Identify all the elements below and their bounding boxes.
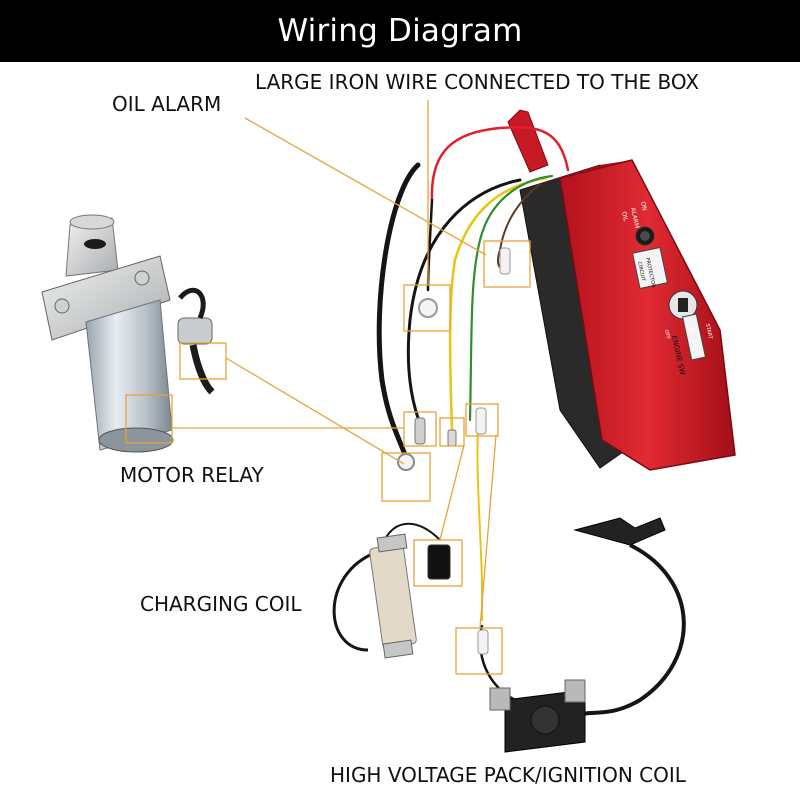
ring-terminal-icon — [397, 453, 415, 471]
panel-text-alarm: ALARM — [629, 207, 640, 229]
callout-box-large-iron-wire — [403, 284, 451, 332]
panel-text-circuit: CIRCUIT — [636, 261, 646, 283]
panel-text-on-2: ON — [688, 325, 696, 334]
charging-coil-icon — [332, 522, 451, 659]
callout-box-motor-body — [125, 394, 173, 444]
callout-box-oil-alarm — [483, 240, 531, 288]
ignition-coil-icon — [477, 517, 686, 753]
bullet-connector-icon — [499, 247, 511, 275]
ring-terminal-icon — [418, 298, 438, 318]
panel-text-start: START — [704, 323, 713, 340]
panel-text-off: OFF — [663, 329, 671, 340]
panel-text-oil: OIL — [620, 211, 629, 223]
page-title: Wiring Diagram — [277, 13, 523, 49]
starter-motor-icon — [41, 214, 215, 453]
panel-text-on: ON — [639, 201, 648, 211]
callout-box-ignition-coil — [455, 627, 503, 675]
callout-box-charging-spade — [439, 417, 465, 447]
label-charging-coil: CHARGING COIL — [140, 592, 302, 616]
spade-connector-icon — [447, 429, 457, 447]
callout-box-relay-terminal — [179, 342, 227, 380]
engine-switch-box-icon: OIL ALARM ON CIRCUIT PROTECTOR ENGINE SW… — [507, 109, 736, 471]
label-ignition-coil: HIGH VOLTAGE PACK/IGNITION COIL — [330, 763, 686, 787]
label-large-iron-wire: LARGE IRON WIRE CONNECTED TO THE BOX — [255, 70, 700, 94]
callout-box-charging-coil — [413, 539, 463, 587]
bullet-connector-icon — [475, 407, 487, 435]
callout-boxes — [125, 240, 531, 675]
spade-connector-icon — [414, 417, 426, 445]
callout-box-ring-terminal — [381, 452, 431, 502]
title-bar: Wiring Diagram — [0, 0, 800, 62]
callout-box-relay-spade — [403, 411, 437, 447]
callout-lines — [172, 100, 497, 629]
callout-box-ignition-bullet — [465, 403, 499, 437]
label-oil-alarm: OIL ALARM — [112, 92, 222, 116]
label-motor-relay: MOTOR RELAY — [120, 463, 264, 487]
wire-terminals — [397, 247, 511, 471]
